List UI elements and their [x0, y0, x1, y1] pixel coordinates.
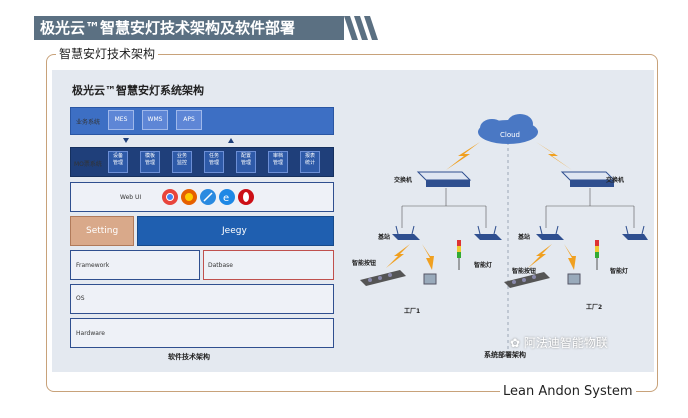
lightning-icon — [536, 142, 572, 170]
mo-module: 报表统计 — [300, 151, 320, 173]
cloud-icon — [478, 114, 538, 144]
software-caption: 软件技术架构 — [168, 353, 210, 361]
database-block — [203, 250, 334, 280]
wechat-icon: ✿ — [510, 336, 524, 350]
smart-button-label-right: 智能按钮 — [512, 268, 537, 275]
wms-chip: WMS — [142, 110, 168, 130]
deployment-caption: 系统部署架构 — [484, 351, 526, 359]
setting-label: Setting — [86, 226, 119, 236]
factory1-label: 工厂1 — [404, 308, 421, 315]
up-arrow-icon — [228, 138, 234, 143]
webui-label: Web UI — [120, 194, 142, 201]
smart-button-icon — [504, 272, 550, 288]
mo-module: 模板管理 — [140, 151, 160, 173]
base-station-icon — [474, 225, 502, 240]
base-label-left: 基站 — [378, 234, 391, 241]
andon-light-icon — [595, 240, 599, 270]
mo-layer-label: MO票系统 — [74, 161, 102, 168]
cloud-label: Cloud — [500, 131, 520, 139]
business-layer-label: 业务系统 — [76, 119, 101, 126]
mo-module: 任务管理 — [204, 151, 224, 173]
os-label: OS — [76, 295, 85, 302]
base-label-right: 基站 — [518, 234, 531, 241]
diagram-title: 极光云™智慧安灯系统架构 — [72, 84, 204, 97]
database-label: Datbase — [208, 262, 233, 269]
down-arrow-icon — [123, 138, 129, 143]
smart-light-label-left: 智能灯 — [474, 262, 493, 269]
base-station-icon — [392, 225, 420, 240]
switch-icon-right — [560, 171, 616, 187]
framework-label: Framework — [76, 262, 110, 269]
os-layer — [70, 284, 334, 314]
smart-button-label-left: 智能按钮 — [352, 260, 377, 267]
setting-block — [70, 216, 134, 246]
mo-module: 业务监控 — [172, 151, 192, 173]
base-station-icon — [622, 225, 648, 240]
svg-text:e: e — [223, 193, 229, 204]
header-stripes — [344, 16, 378, 40]
switch-label-right: 交换机 — [606, 177, 625, 184]
base-station-icon — [536, 225, 564, 240]
jeegy-block — [137, 216, 334, 246]
framework-block — [70, 250, 200, 280]
mes-chip: MES — [108, 110, 134, 130]
andon-light-icon — [457, 240, 461, 270]
switch-label-left: 交换机 — [394, 177, 413, 184]
smart-light-label-right: 智能灯 — [610, 268, 629, 275]
jeegy-label: Jeegy — [222, 226, 247, 236]
mo-module: 设备管理 — [108, 151, 128, 173]
mo-module: 配置管理 — [236, 151, 256, 173]
hardware-layer — [70, 318, 334, 348]
mo-module: 审档管理 — [268, 151, 288, 173]
factory2-label: 工厂2 — [586, 304, 603, 311]
hardware-label: Hardware — [76, 330, 105, 337]
frame-title: 智慧安灯技术架构 — [56, 46, 159, 62]
network-diagram — [360, 114, 648, 355]
lightning-icon — [446, 142, 480, 170]
switch-icon-left — [416, 171, 472, 187]
watermark: ✿ 阿法迪智能物联 — [510, 336, 608, 350]
frame-footer: Lean Andon System — [500, 383, 636, 400]
content-frame — [46, 54, 658, 392]
smart-button-icon — [360, 270, 406, 286]
browser-icons: e — [162, 189, 254, 205]
aps-chip: APS — [176, 110, 202, 130]
section-header: 极光云™智慧安灯技术架构及软件部署 — [34, 16, 344, 40]
